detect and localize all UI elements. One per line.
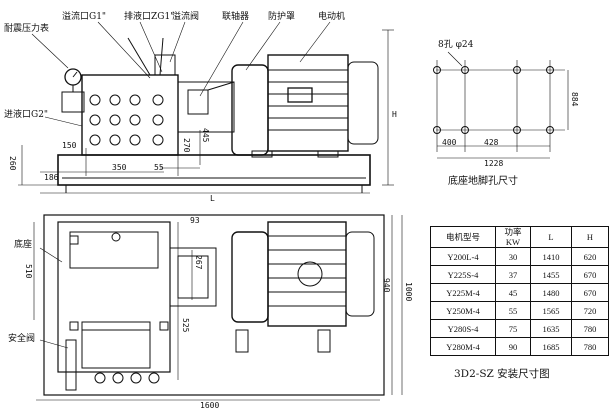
table-row: Y225M-4 45 1480 670 bbox=[430, 283, 609, 302]
dim-1000: 1000 bbox=[404, 282, 413, 302]
leader-lines bbox=[31, 21, 331, 127]
cell-power: 55 bbox=[495, 301, 531, 320]
dim-H: H bbox=[392, 110, 397, 119]
drawing-caption: 3D2-SZ 安装尺寸图 bbox=[454, 368, 550, 380]
overflow-outlet-label: 溢流口G1" bbox=[62, 12, 107, 22]
dim-350: 350 bbox=[112, 163, 127, 172]
dim-884: 884 bbox=[570, 92, 579, 107]
relief-valve-label: 溢流阀 bbox=[172, 12, 200, 22]
cell-L: 1455 bbox=[530, 265, 572, 284]
dim-150: 150 bbox=[62, 141, 77, 150]
table-row: Y280M-4 90 1685 780 bbox=[430, 337, 609, 356]
dim-270: 270 bbox=[182, 138, 191, 153]
cell-L: 1635 bbox=[530, 319, 572, 338]
hole-layout bbox=[433, 51, 569, 159]
cell-H: 620 bbox=[571, 247, 609, 266]
plan-dimension-lines bbox=[33, 215, 403, 401]
dim-510: 510 bbox=[24, 264, 33, 279]
dim-940: 940 bbox=[382, 278, 391, 293]
inlet-label: 进液口G2" bbox=[4, 110, 49, 120]
cell-H: 780 bbox=[571, 337, 609, 356]
cell-model: Y280M-4 bbox=[430, 337, 496, 356]
header-power: 功率 KW bbox=[495, 226, 531, 248]
dim-525: 525 bbox=[181, 318, 190, 333]
dim-L: L bbox=[210, 194, 215, 203]
table-row: Y250M-4 55 1565 720 bbox=[430, 301, 609, 320]
dim-400: 400 bbox=[442, 138, 457, 147]
dim-445: 445 bbox=[201, 128, 210, 143]
cell-model: Y200L-4 bbox=[430, 247, 496, 266]
cell-L: 1480 bbox=[530, 283, 572, 302]
base-label: 底座 bbox=[14, 240, 33, 250]
table-row: Y225S-4 37 1455 670 bbox=[430, 265, 609, 284]
dim-55: 55 bbox=[154, 163, 164, 172]
front-view bbox=[18, 21, 394, 194]
cell-power: 30 bbox=[495, 247, 531, 266]
cell-L: 1685 bbox=[530, 337, 572, 356]
plan-view bbox=[33, 214, 403, 401]
cell-model: Y225M-4 bbox=[430, 283, 496, 302]
dim-260: 260 bbox=[8, 156, 17, 171]
safety-valve-label: 安全阀 bbox=[8, 334, 36, 344]
cell-model: Y280S-4 bbox=[430, 319, 496, 338]
front-dimension-lines bbox=[18, 29, 394, 194]
motor-plan bbox=[231, 221, 375, 327]
table-row: Y200L-4 30 1410 620 bbox=[430, 247, 609, 266]
header-motor-model: 电机型号 bbox=[430, 226, 496, 248]
cell-H: 720 bbox=[571, 301, 609, 320]
spec-table: 电机型号 功率 KW L H Y200L-4 30 1410 620 Y225S… bbox=[430, 226, 609, 356]
cell-H: 670 bbox=[571, 283, 609, 302]
dim-93: 93 bbox=[190, 216, 200, 225]
cell-power: 45 bbox=[495, 283, 531, 302]
cell-H: 670 bbox=[571, 265, 609, 284]
guard-label: 防护罩 bbox=[268, 12, 296, 22]
header-H: H bbox=[571, 226, 609, 248]
cell-power: 90 bbox=[495, 337, 531, 356]
dim-1600: 1600 bbox=[200, 401, 220, 410]
pressure-gauge-label: 耐震压力表 bbox=[4, 24, 50, 34]
dim-186: 186 bbox=[44, 173, 59, 182]
dim-267: 267 bbox=[194, 255, 203, 270]
dim-1228: 1228 bbox=[484, 159, 504, 168]
cell-model: Y225S-4 bbox=[430, 265, 496, 284]
header-L: L bbox=[530, 226, 572, 248]
motor-label: 电动机 bbox=[318, 12, 346, 22]
anchor-holes bbox=[433, 66, 554, 134]
coupling-label: 联轴器 bbox=[222, 12, 250, 22]
cell-L: 1410 bbox=[530, 247, 572, 266]
table-row: Y280S-4 75 1635 780 bbox=[430, 319, 609, 338]
motor-front bbox=[231, 54, 379, 158]
spec-table-header: 电机型号 功率 KW L H bbox=[430, 226, 609, 248]
cell-H: 780 bbox=[571, 319, 609, 338]
cell-model: Y250M-4 bbox=[430, 301, 496, 320]
hole-spec-label: 8孔 φ24 bbox=[438, 40, 474, 50]
discharge-outlet-label: 排液口ZG1" bbox=[124, 12, 175, 22]
pump-bolts bbox=[89, 94, 164, 146]
cell-power: 75 bbox=[495, 319, 531, 338]
cell-L: 1565 bbox=[530, 301, 572, 320]
cell-power: 37 bbox=[495, 265, 531, 284]
dim-428: 428 bbox=[484, 138, 499, 147]
hole-caption: 底座地脚孔尺寸 bbox=[448, 176, 518, 187]
